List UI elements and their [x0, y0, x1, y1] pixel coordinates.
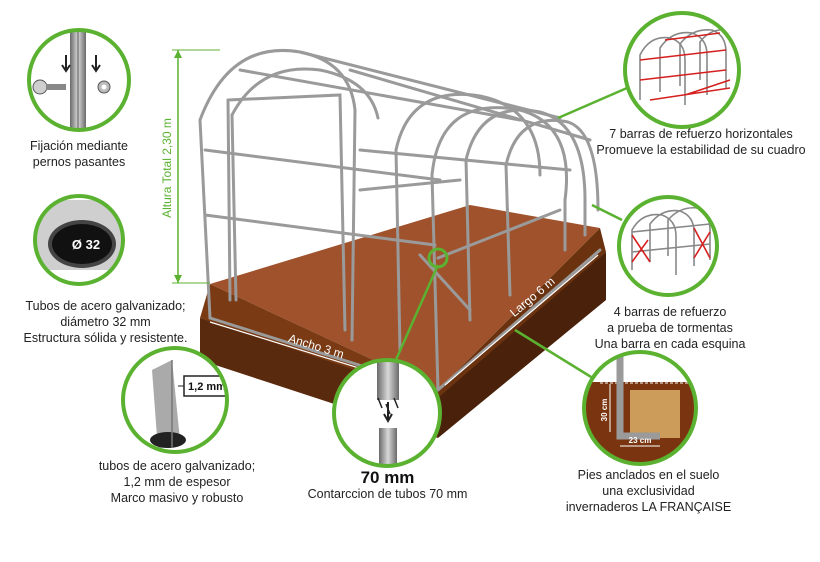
connection-caption: 70 mm Contarccion de tubos 70 mm: [305, 468, 470, 502]
tube-diameter-line-2: diámetro 32 mm: [60, 315, 151, 329]
tube-diameter-line-1: Tubos de acero galvanizado;: [25, 299, 186, 313]
tube-diameter-line-3: Estructura sólida y resistente.: [23, 331, 188, 345]
storm-bars-line-3: Una barra en cada esquina: [594, 337, 746, 351]
anchor-foot-label: 23 cm: [629, 436, 652, 445]
height-label: Altura Total 2,30 m: [160, 118, 174, 218]
anchor-line-3: invernaderos LA FRANÇAISE: [565, 500, 732, 514]
callout-connectors: [393, 86, 628, 382]
anchor-depth-label: 30 cm: [600, 399, 609, 422]
soil-top: [210, 205, 600, 390]
horizontal-bars-caption: 7 barras de refuerzo horizontales Promue…: [592, 126, 810, 158]
door-frame: [226, 93, 347, 332]
storm-bars-circle: [617, 195, 719, 297]
connection-line-1: Contarccion de tubos 70 mm: [307, 487, 468, 501]
bolt-detail-circle: [27, 28, 131, 132]
tube-diameter-caption: Tubos de acero galvanizado; diámetro 32 …: [8, 298, 203, 346]
thickness-line-3: Marco masivo y robusto: [110, 491, 244, 505]
front-arch: [198, 48, 357, 342]
soil-side-right: [438, 252, 606, 438]
diameter-badge: Ø 32: [72, 237, 100, 252]
bolt-caption-line-1: Fijación mediante: [30, 139, 128, 153]
thickness-caption: tubos de acero galvanizado; 1,2 mm de es…: [92, 458, 262, 506]
horizontal-bars-line-2: Promueve la estabilidad de su cuadro: [596, 143, 806, 157]
connection-circle: [332, 358, 442, 468]
thickness-badge: 1,2 mm: [188, 381, 226, 393]
horizontal-bars-circle: [623, 11, 741, 129]
greenhouse-frame: [198, 48, 602, 392]
storm-bars-line-2: a prueba de tormentas: [607, 321, 733, 335]
height-dimension: Altura Total 2,30 m: [160, 49, 220, 284]
anchor-caption: Pies anclados en el suelo una exclusivid…: [556, 467, 741, 515]
storm-bars-line-1: 4 barras de refuerzo: [613, 305, 727, 319]
storm-bars-caption: 4 barras de refuerzo a prueba de torment…: [585, 304, 755, 352]
horizontal-bars-line-1: 7 barras de refuerzo horizontales: [609, 127, 793, 141]
thickness-circle: 1,2 mm: [121, 346, 229, 454]
tube-diameter-circle: Ø 32: [33, 194, 125, 286]
anchor-circle: 30 cm 23 cm: [582, 350, 698, 466]
connection-value: 70 mm: [360, 468, 415, 487]
thickness-line-2: 1,2 mm de espesor: [123, 475, 231, 489]
thickness-line-1: tubos de acero galvanizado;: [98, 459, 256, 473]
bolt-caption-line-2: pernos pasantes: [32, 155, 126, 169]
anchor-line-2: una exclusividad: [602, 484, 695, 498]
bolt-caption: Fijación mediante pernos pasantes: [14, 138, 144, 170]
anchor-line-1: Pies anclados en el suelo: [577, 468, 720, 482]
